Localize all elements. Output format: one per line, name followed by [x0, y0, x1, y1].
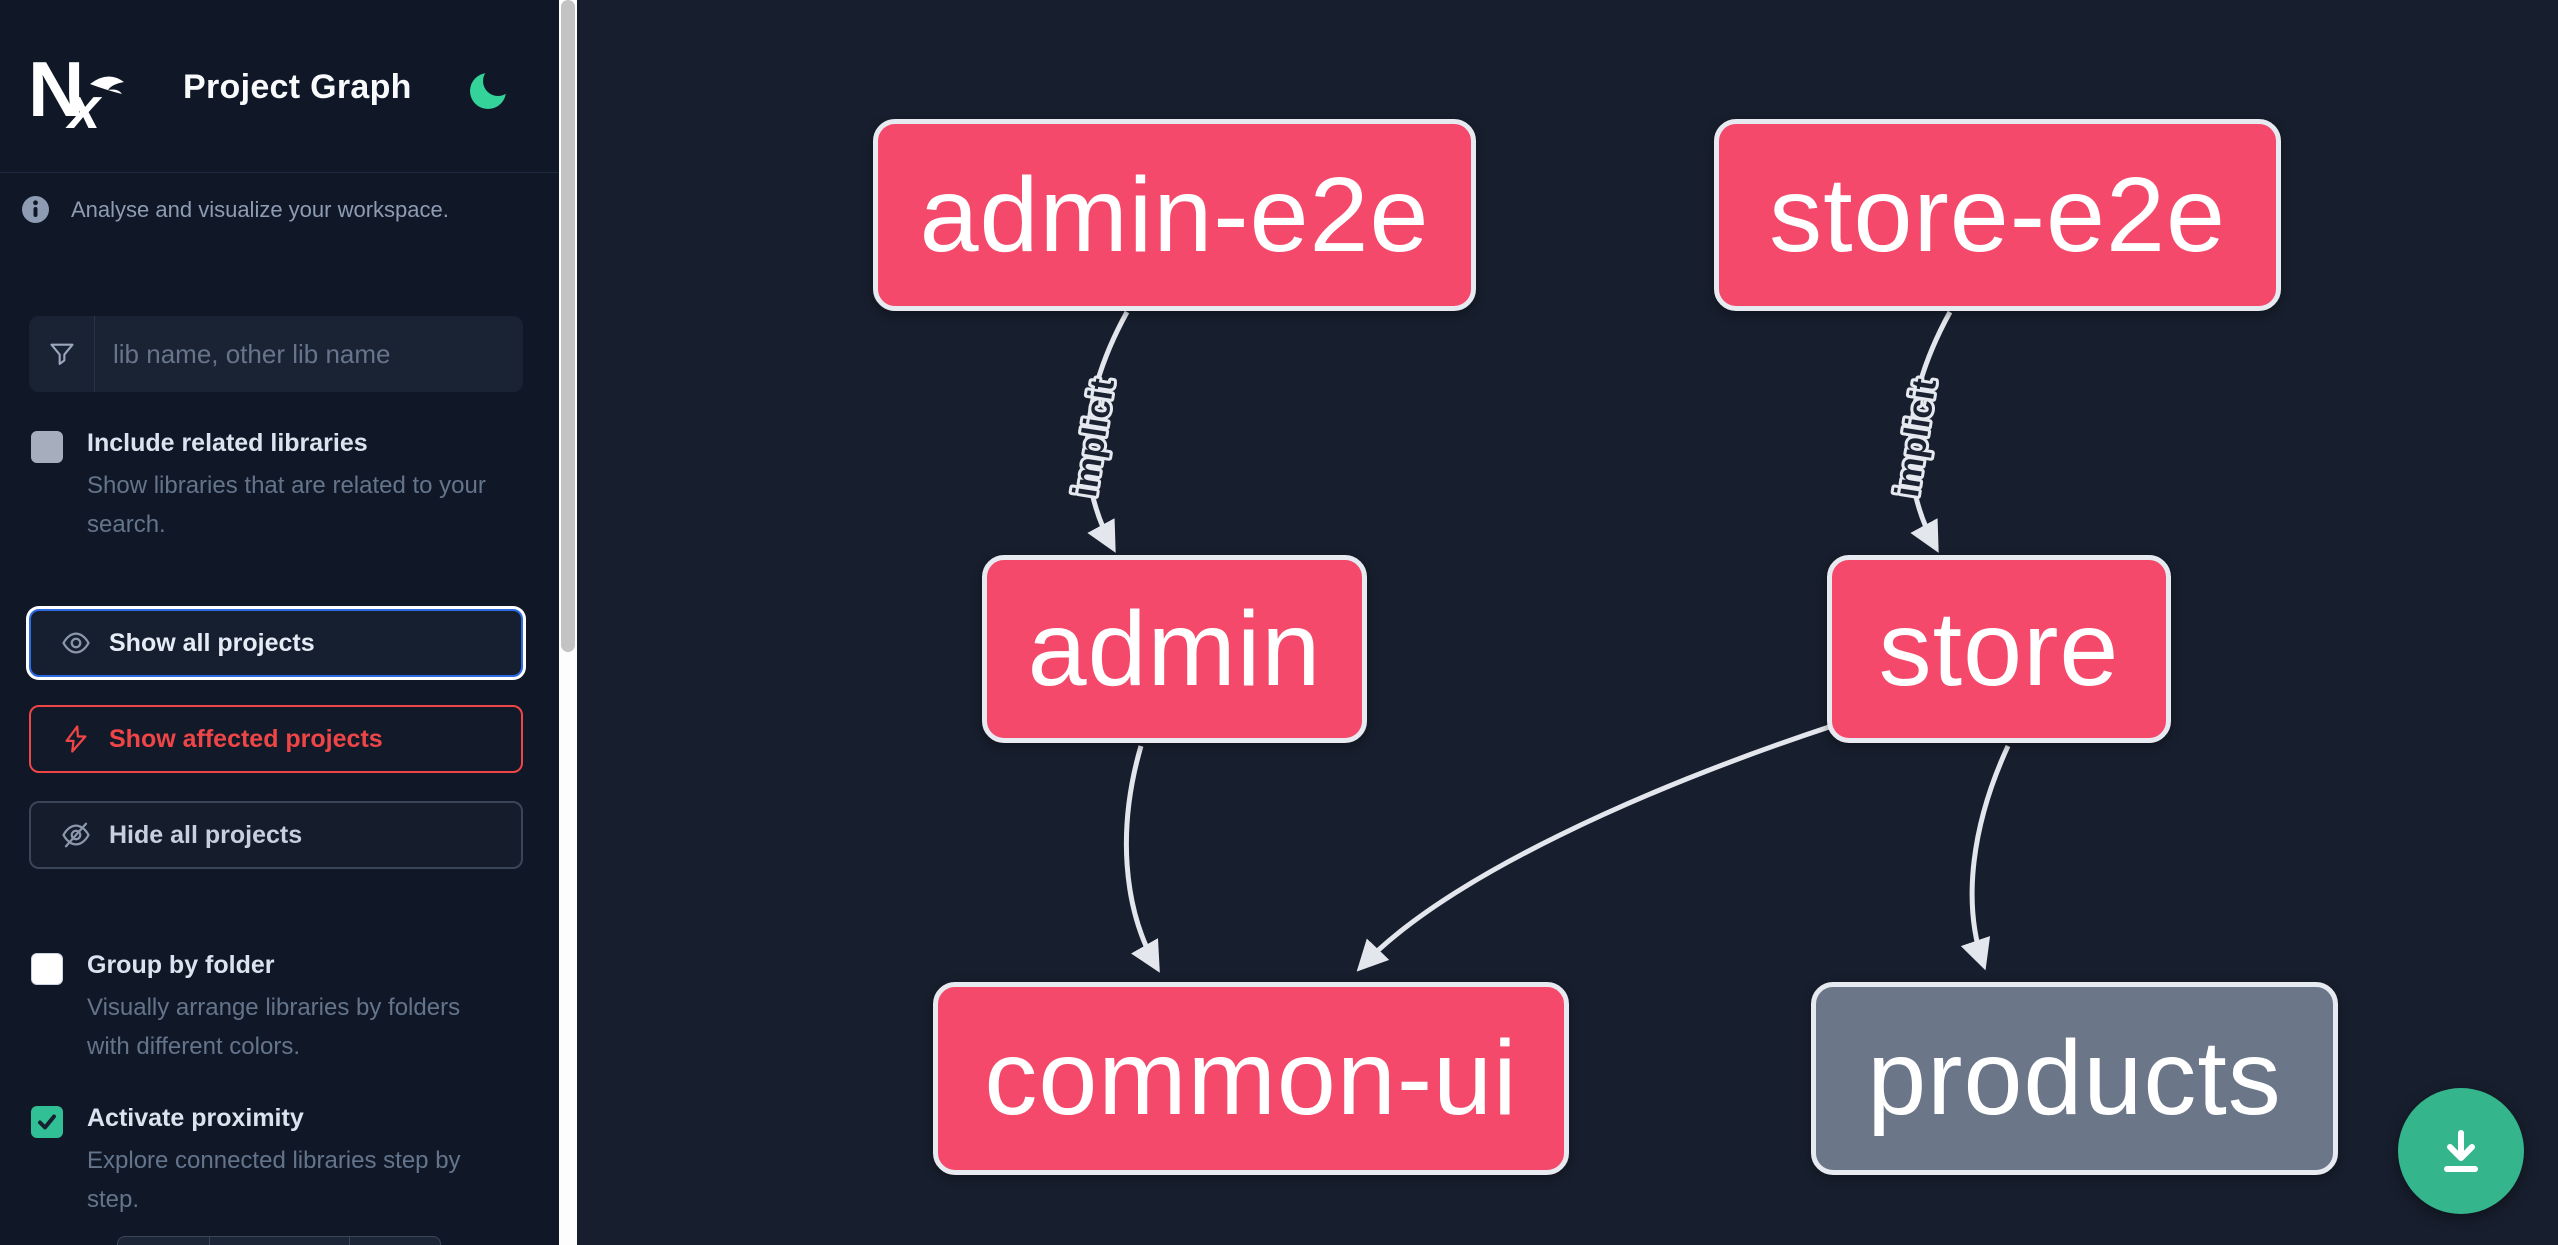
activate-proximity-label: Activate proximity: [87, 1104, 304, 1132]
node-label: admin: [1027, 589, 1322, 708]
include-related-label: Include related libraries: [87, 429, 368, 457]
sidebar: N x Project Graph Analyse and visualize …: [0, 0, 559, 1245]
dark-mode-moon-icon[interactable]: [465, 66, 513, 114]
sidebar-header: N x Project Graph: [0, 0, 559, 173]
eye-icon: [62, 632, 90, 654]
graph-node-admin[interactable]: admin: [982, 555, 1367, 743]
activate-proximity-description: Explore connected libraries step by step…: [87, 1147, 461, 1213]
activate-proximity-checkbox[interactable]: [31, 1106, 63, 1138]
sidebar-scrollbar-thumb[interactable]: [561, 0, 575, 652]
lightning-bolt-icon: [65, 725, 87, 753]
group-by-folder-row[interactable]: Group by folder Visually arrange librari…: [31, 951, 501, 1066]
include-related-row[interactable]: Include related libraries Show libraries…: [31, 429, 501, 544]
include-related-checkbox[interactable]: [31, 431, 63, 463]
checkmark-icon: [38, 1114, 56, 1130]
node-label: products: [1867, 1019, 2282, 1137]
search-box: [29, 316, 523, 392]
graph-node-common-ui[interactable]: common-ui: [933, 982, 1569, 1175]
proximity-increment-segment[interactable]: [350, 1236, 441, 1245]
graph-node-store-e2e[interactable]: store-e2e: [1714, 119, 2281, 311]
graph-node-store[interactable]: store: [1827, 555, 2171, 743]
download-icon: [2444, 1130, 2478, 1172]
proximity-decrement-segment[interactable]: [117, 1236, 210, 1245]
svg-text:N: N: [28, 50, 84, 130]
show-all-projects-button[interactable]: Show all projects: [29, 609, 523, 677]
nx-logo-icon: N x: [28, 50, 124, 130]
hide-all-projects-button[interactable]: Hide all projects: [29, 801, 523, 869]
node-label: store: [1878, 589, 2120, 708]
info-icon: [22, 196, 49, 223]
graph-node-products[interactable]: products: [1811, 982, 2338, 1175]
node-label: store-e2e: [1769, 155, 2226, 274]
node-label: common-ui: [984, 1019, 1518, 1137]
proximity-value-segment: [210, 1236, 350, 1245]
eye-off-icon: [62, 822, 90, 848]
search-input[interactable]: [95, 316, 523, 392]
show-affected-projects-label: Show affected projects: [109, 724, 383, 753]
node-label: admin-e2e: [919, 155, 1430, 274]
page-title: Project Graph: [183, 68, 412, 106]
group-by-folder-checkbox[interactable]: [31, 953, 63, 985]
proximity-stepper[interactable]: [117, 1236, 441, 1245]
sidebar-scrollbar[interactable]: [559, 0, 577, 1245]
tagline-text: Analyse and visualize your workspace.: [71, 196, 449, 222]
group-by-folder-label: Group by folder: [87, 951, 275, 979]
include-related-description: Show libraries that are related to your …: [87, 472, 486, 538]
show-all-projects-label: Show all projects: [109, 628, 315, 657]
workspace-tagline: Analyse and visualize your workspace.: [22, 196, 449, 223]
download-image-button[interactable]: [2398, 1088, 2524, 1214]
group-by-folder-description: Visually arrange libraries by folders wi…: [87, 994, 461, 1060]
activate-proximity-row[interactable]: Activate proximity Explore connected lib…: [31, 1104, 501, 1219]
hide-all-projects-label: Hide all projects: [109, 820, 303, 849]
filter-icon-cell: [29, 316, 95, 392]
graph-node-admin-e2e[interactable]: admin-e2e: [873, 119, 1476, 311]
show-affected-projects-button[interactable]: Show affected projects: [29, 705, 523, 773]
filter-funnel-icon: [49, 343, 74, 365]
